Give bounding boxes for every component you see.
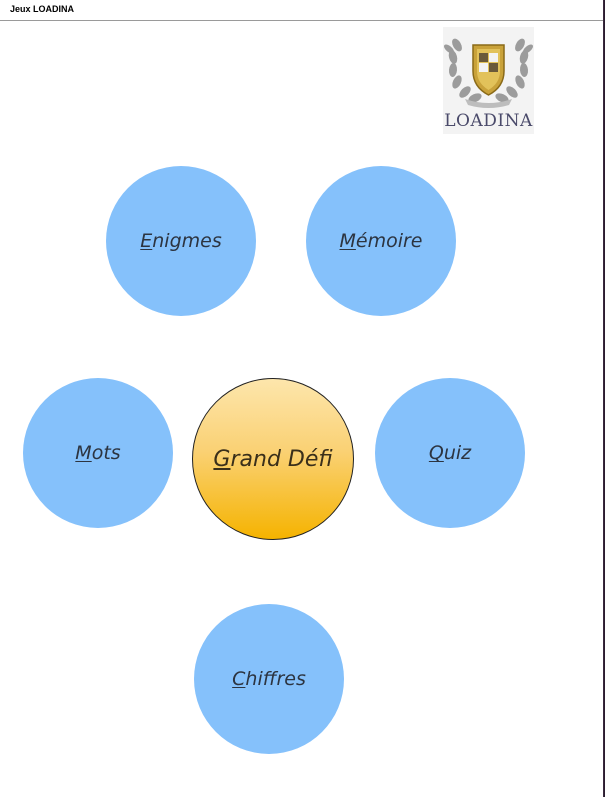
memoire-mnemonic: M: [339, 230, 356, 252]
enigmes-label: Enigmes: [140, 230, 222, 252]
window-title: Jeux LOADINA: [10, 4, 75, 14]
quiz-mnemonic: Q: [428, 442, 444, 464]
memoire-label: Mémoire: [339, 230, 422, 252]
quiz-label-rest: uiz: [443, 442, 472, 464]
title-bar[interactable]: Jeux LOADINA: [0, 0, 603, 21]
mots-button[interactable]: Mots: [23, 378, 173, 528]
chiffres-label: Chiffres: [232, 668, 306, 690]
enigmes-mnemonic: E: [140, 230, 153, 252]
enigmes-button[interactable]: Enigmes: [106, 166, 256, 316]
quiz-button[interactable]: Quiz: [375, 378, 525, 528]
memoire-label-rest: émoire: [355, 230, 423, 252]
laurel-shield-icon: [444, 38, 533, 108]
memoire-button[interactable]: Mémoire: [306, 166, 456, 316]
mots-mnemonic: M: [75, 442, 92, 464]
chiffres-label-rest: hiffres: [245, 668, 306, 690]
logo-wordmark: LOADINA: [444, 111, 533, 131]
grand-defi-label: Grand Défi: [213, 447, 332, 472]
enigmes-label-rest: nigmes: [152, 230, 222, 252]
grand-defi-button[interactable]: Grand Défi: [192, 378, 354, 540]
grand-defi-label-rest: rand Défi: [230, 446, 333, 472]
mots-label-rest: ots: [91, 442, 121, 464]
chiffres-button[interactable]: Chiffres: [194, 604, 344, 754]
loadina-logo: LOADINA: [443, 27, 534, 134]
grand-defi-mnemonic: G: [213, 446, 231, 472]
chiffres-mnemonic: C: [232, 668, 246, 690]
mots-label: Mots: [75, 442, 120, 464]
quiz-label: Quiz: [429, 442, 471, 464]
